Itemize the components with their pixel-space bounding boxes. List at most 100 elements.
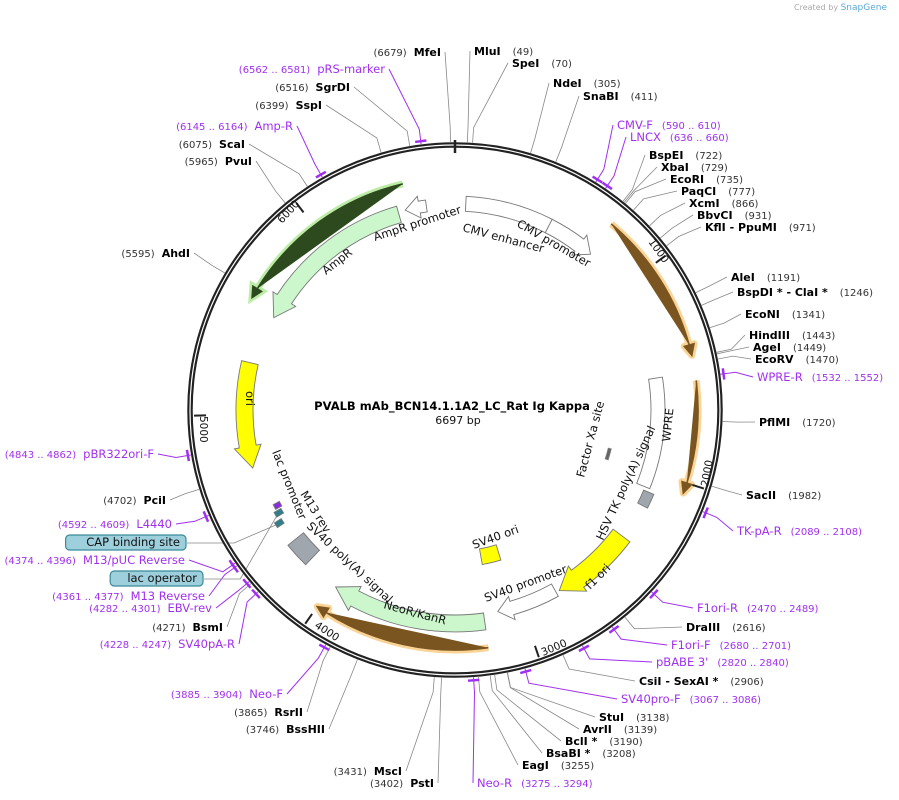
m13-rev-mark[interactable] bbox=[272, 500, 283, 511]
leader-line bbox=[622, 154, 646, 202]
site-label-text: PflMI(1720) bbox=[759, 416, 836, 429]
enzyme-msci[interactable]: (3431)MscI bbox=[334, 765, 402, 778]
enzyme-hindiii[interactable]: HindIII(1443) bbox=[749, 329, 835, 342]
f1-ori-arrow[interactable] bbox=[558, 528, 631, 592]
primer-range: (636 .. 660) bbox=[670, 133, 729, 144]
sv40-ori-box[interactable] bbox=[478, 544, 502, 566]
feature-label-wpre: WPRE bbox=[659, 407, 676, 442]
enzyme-pvui[interactable]: (5965)PvuI bbox=[185, 155, 252, 168]
primer-cmv-f[interactable]: CMV-F(590 .. 610) bbox=[617, 118, 721, 132]
sv40-promoter-arrow[interactable] bbox=[497, 583, 559, 621]
enzyme-rsrii[interactable]: (3865)RsrII bbox=[234, 706, 303, 719]
enzyme-mfei[interactable]: (6679)MfeI bbox=[373, 46, 441, 59]
primer-neo-r[interactable]: Neo-R(3275 .. 3294) bbox=[477, 776, 593, 790]
leader-line bbox=[720, 371, 754, 378]
primer-neo-f[interactable]: (3885 .. 3904)Neo-F bbox=[171, 687, 283, 701]
site-label-text: EcoNI(1341) bbox=[745, 308, 825, 321]
primer-binding-mark bbox=[608, 625, 620, 634]
enzyme-xcmi[interactable]: XcmI(866) bbox=[689, 197, 759, 210]
enzyme-draiii[interactable]: DraIII(2616) bbox=[686, 621, 766, 634]
enzyme-bspdi-clai[interactable]: BspDI * - ClaI *(1246) bbox=[737, 286, 873, 299]
enzyme-bsshii[interactable]: (3746)BssHII bbox=[246, 723, 325, 736]
ampr-promoter-arrow[interactable] bbox=[404, 195, 428, 219]
enzyme-ahdi[interactable]: (5595)AhdI bbox=[121, 247, 190, 260]
ampr-arrow[interactable] bbox=[272, 205, 402, 319]
primer-range: (6562 .. 6581) bbox=[239, 65, 311, 76]
enzyme-stui[interactable]: StuI(3138) bbox=[599, 711, 669, 724]
enzyme-ecori[interactable]: EcoRI(735) bbox=[670, 173, 743, 186]
site-label-text: XcmI(866) bbox=[689, 197, 759, 210]
cut-site-position: (3431) bbox=[334, 767, 367, 778]
primer-binding-mark bbox=[242, 578, 252, 589]
enzyme-csii-sexai[interactable]: CsiI - SexAI *(2906) bbox=[639, 675, 764, 688]
enzyme-avrii[interactable]: AvrII(3139) bbox=[583, 723, 657, 736]
sv40-polya-box[interactable] bbox=[287, 532, 321, 566]
enzyme-eagi[interactable]: EagI(3255) bbox=[522, 759, 594, 772]
hsv-tk-polya-box[interactable] bbox=[637, 489, 655, 509]
neor-kanr-arrow[interactable] bbox=[334, 586, 487, 633]
enzyme-bbvci[interactable]: BbvCI(931) bbox=[697, 209, 772, 222]
lac-promoter-mark[interactable] bbox=[273, 517, 285, 529]
primer-wpre-r[interactable]: WPRE-R(1532 .. 1552) bbox=[757, 370, 883, 384]
primer-binding-mark bbox=[702, 507, 709, 519]
wpre-arc[interactable] bbox=[636, 376, 666, 490]
cut-site-position: (3865) bbox=[234, 708, 267, 719]
enzyme-econi[interactable]: EcoNI(1341) bbox=[745, 308, 825, 321]
primer-range: (6145 .. 6164) bbox=[176, 122, 248, 133]
enzyme-mlui[interactable]: MluI(49) bbox=[474, 45, 533, 58]
enzyme-alei[interactable]: AleI(1191) bbox=[731, 271, 800, 284]
plasmid-length: 6697 bp bbox=[435, 414, 480, 427]
primer-sv40pro-f[interactable]: SV40pro-F(3067 .. 3086) bbox=[621, 692, 761, 706]
enzyme-xbai[interactable]: XbaI(729) bbox=[661, 161, 728, 174]
factor-xa-mark[interactable] bbox=[604, 447, 612, 461]
leader-line bbox=[624, 616, 683, 630]
enzyme-spei[interactable]: SpeI(70) bbox=[512, 57, 572, 70]
leader-line bbox=[215, 581, 250, 609]
backbone bbox=[187, 140, 723, 678]
primer-f1ori-f[interactable]: F1ori-F(2680 .. 2701) bbox=[671, 638, 791, 652]
lac-operator-mark[interactable] bbox=[273, 507, 285, 518]
cmv-promoter-arrow[interactable] bbox=[544, 218, 592, 256]
enzyme-name: ScaI bbox=[219, 138, 245, 151]
primer-lncx[interactable]: LNCX(636 .. 660) bbox=[630, 130, 729, 144]
primer-binding-mark bbox=[202, 510, 210, 523]
feature-lac-operator[interactable]: lac operator bbox=[109, 570, 204, 587]
leader-line bbox=[238, 591, 259, 645]
enzyme-sspi[interactable]: (6399)SspI bbox=[255, 99, 322, 112]
enzyme-agei[interactable]: AgeI(1449) bbox=[753, 341, 826, 354]
leader-line bbox=[226, 583, 252, 628]
enzyme-paqci[interactable]: PaqCI(777) bbox=[681, 185, 755, 198]
leader-line bbox=[701, 291, 734, 306]
enzyme-sgrdi[interactable]: (6516)SgrDI bbox=[275, 81, 350, 94]
feature-cap-binding-site[interactable]: CAP binding site bbox=[64, 534, 187, 551]
enzyme-bcli[interactable]: BclI *(3190) bbox=[565, 735, 643, 748]
enzyme-ecorv[interactable]: EcoRV(1470) bbox=[755, 353, 839, 366]
primer-pbr322ori-f[interactable]: (4843 .. 4862)pBR322ori-F bbox=[5, 447, 154, 461]
site-label-text: (4843 .. 4862)pBR322ori-F bbox=[5, 447, 154, 461]
primer-m13-puc-reverse[interactable]: (4374 .. 4396)M13/pUC Reverse bbox=[5, 553, 185, 567]
enzyme-bsabi[interactable]: BsaBI *(3208) bbox=[546, 747, 636, 760]
enzyme-sacii[interactable]: SacII(1982) bbox=[746, 489, 821, 502]
primer-ebv-rev[interactable]: (4282 .. 4301)EBV-rev bbox=[89, 601, 212, 615]
primer-f1ori-r[interactable]: F1ori-R(2470 .. 2489) bbox=[697, 601, 819, 615]
enzyme-bspei[interactable]: BspEI(722) bbox=[649, 149, 722, 162]
primer-range: (4228 .. 4247) bbox=[100, 640, 172, 651]
enzyme-bsmi[interactable]: (4271)BsmI bbox=[152, 621, 223, 634]
enzyme-name: DraIII bbox=[686, 621, 720, 634]
ori-arrow[interactable] bbox=[233, 360, 262, 469]
enzyme-kfli-ppumi[interactable]: KflI - PpuMI(971) bbox=[705, 221, 816, 234]
enzyme-pflmi[interactable]: PflMI(1720) bbox=[759, 416, 836, 429]
enzyme-ndei[interactable]: NdeI(305) bbox=[553, 77, 621, 90]
enzyme-psti[interactable]: (3402)PstI bbox=[370, 777, 434, 790]
primer-sv40pa-r[interactable]: (4228 .. 4247)SV40pA-R bbox=[100, 637, 235, 651]
primer-pbabe-3[interactable]: pBABE 3'(2820 .. 2840) bbox=[656, 655, 789, 669]
primer-tk-pa-r[interactable]: TK-pA-R(2089 .. 2108) bbox=[736, 524, 862, 538]
primer-l4440[interactable]: (4592 .. 4609)L4440 bbox=[58, 517, 172, 531]
site-label-text: (4228 .. 4247)SV40pA-R bbox=[100, 637, 235, 651]
enzyme-snabi[interactable]: SnaBI(411) bbox=[583, 90, 658, 103]
enzyme-pcii[interactable]: (4702)PciI bbox=[103, 494, 166, 507]
primer-prs-marker[interactable]: (6562 .. 6581)pRS-marker bbox=[239, 62, 385, 76]
primer-m13-reverse[interactable]: (4361 .. 4377)M13 Reverse bbox=[52, 589, 205, 603]
primer-amp-r[interactable]: (6145 .. 6164)Amp-R bbox=[176, 119, 293, 133]
enzyme-scai[interactable]: (6075)ScaI bbox=[179, 138, 245, 151]
